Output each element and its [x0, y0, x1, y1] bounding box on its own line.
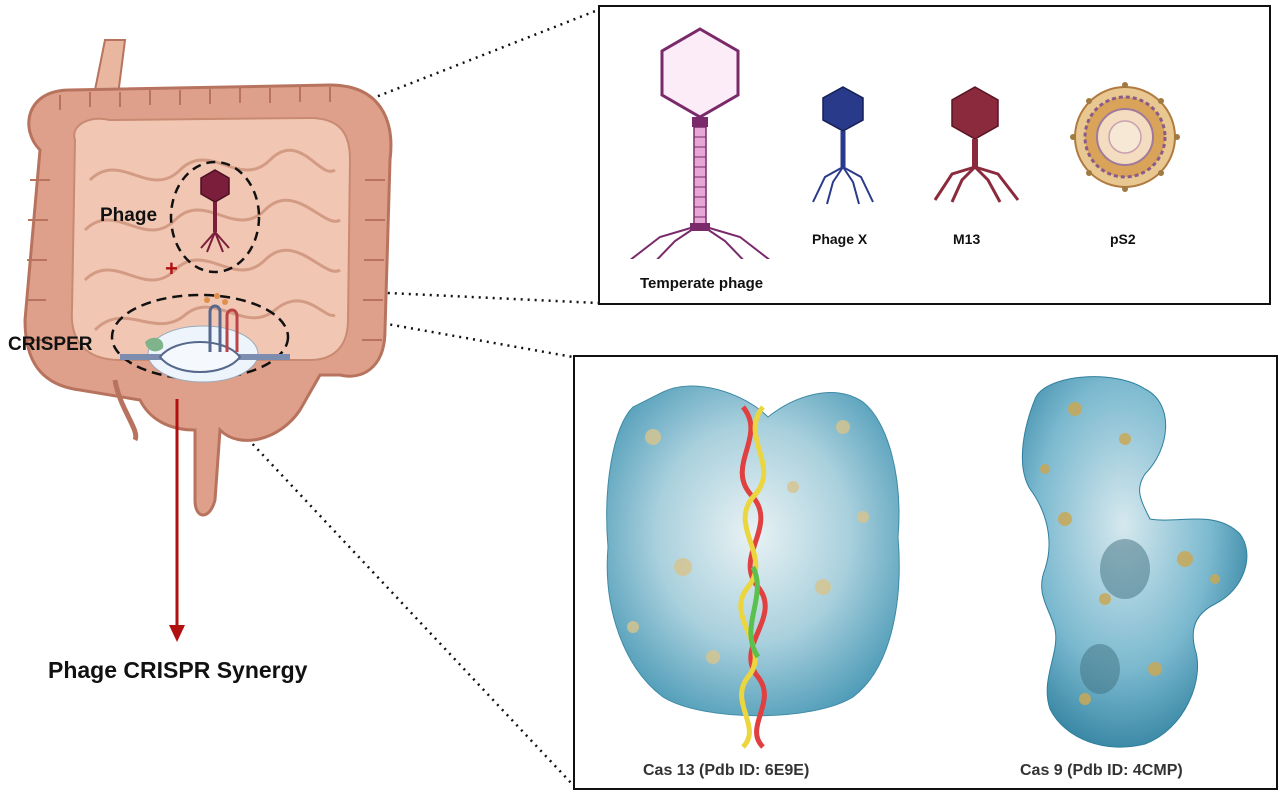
phage-label: Phage [100, 205, 158, 226]
synergy-arrow [169, 399, 185, 642]
phage-icon [169, 160, 261, 274]
crispr-complex-icon [110, 293, 290, 383]
cas9-structure-image [1021, 376, 1248, 748]
cas9-label: Cas 9 (Pdb ID: 4CMP) [1020, 762, 1183, 779]
phage-type-label: Phage X [812, 231, 868, 247]
temperate-phage-icon [629, 27, 771, 259]
phage-types-panel: Temperate phage Phage X M13 pS2 [598, 5, 1271, 305]
phage-type-label: pS2 [1110, 231, 1136, 247]
phage-x-icon [812, 86, 874, 205]
phage-type-label: M13 [953, 231, 981, 247]
synergy-label: Phage CRISPR Synergy [48, 657, 308, 683]
cas13-label: Cas 13 (Pdb ID: 6E9E) [643, 762, 810, 779]
phage-highlight-circle [169, 160, 261, 274]
ps2-icon [1070, 82, 1180, 192]
phage-type-label: Temperate phage [640, 275, 764, 292]
plus-sign: + [165, 256, 178, 281]
cas13-structure-image [606, 385, 900, 749]
intestine-illustration [23, 39, 393, 517]
m13-icon [933, 86, 1020, 203]
crispr-label: CRISPER [8, 334, 93, 355]
cas-structures-panel: Cas 13 (Pdb ID: 6E9E) Cas 9 (Pdb ID: 4CM… [573, 355, 1278, 790]
